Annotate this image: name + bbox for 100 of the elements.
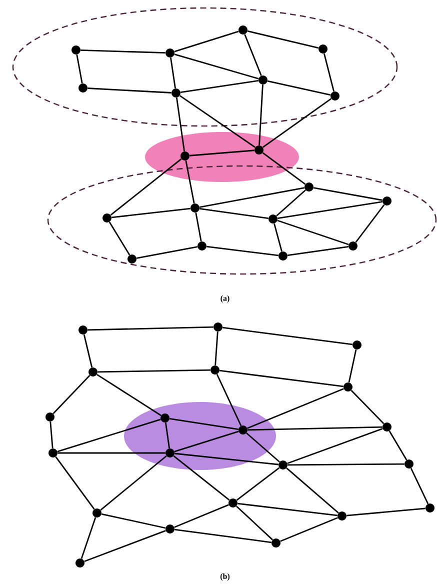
graph-edge: [262, 98, 332, 148]
graph-edge: [88, 326, 214, 331]
graph-edge: [170, 418, 238, 430]
panel-label: (b): [220, 573, 230, 581]
graph-edge: [236, 506, 274, 540]
graph-edge: [238, 502, 338, 516]
graph-edge: [80, 517, 96, 559]
graph-vertex: [238, 26, 248, 34]
graph-vertex: [72, 46, 80, 54]
graph-vertex: [258, 76, 268, 84]
graph-vertex: [228, 498, 238, 508]
graph-vertex: [46, 412, 54, 422]
graph-edge: [206, 246, 278, 256]
graph-vertex: [48, 448, 58, 458]
graph-vertex: [278, 460, 288, 470]
graph-edge: [350, 390, 384, 424]
graph-vertex: [426, 504, 434, 512]
graph-vertex: [190, 204, 200, 212]
graph-vertex: [160, 414, 170, 422]
graph-edge: [200, 208, 268, 220]
graph-edge: [286, 468, 339, 514]
graph-edge: [101, 513, 166, 529]
graph-edge: [287, 428, 383, 464]
graph-edge: [220, 370, 344, 388]
graph-edge: [267, 80, 331, 96]
graph-vertex: [348, 242, 358, 250]
graph-vertex: [128, 254, 136, 264]
graph-vertex: [382, 422, 392, 432]
graph-vertex: [76, 558, 84, 568]
graph-edge: [216, 374, 242, 426]
graph-edge: [200, 187, 304, 208]
graph-edge: [278, 201, 382, 219]
graph-edge: [170, 58, 176, 88]
graph-edge: [52, 374, 90, 414]
graph-vertex: [318, 44, 328, 54]
graph-edge: [388, 430, 408, 460]
graph-edge: [96, 374, 162, 416]
graph-edge: [88, 88, 172, 94]
graph-edge: [83, 334, 93, 368]
graph-edge: [190, 150, 254, 156]
graph-edge: [288, 246, 348, 256]
graph-edge: [179, 95, 256, 148]
graph-vertex: [210, 366, 220, 374]
graph-vertex: [78, 84, 88, 92]
graph-edge: [100, 455, 167, 511]
graph-vertex: [404, 460, 414, 468]
graph-edge: [98, 369, 210, 373]
graph-edge: [174, 452, 278, 466]
graph-edge: [288, 463, 404, 466]
graph-edge: [80, 49, 166, 54]
graph-edge: [185, 160, 195, 204]
graph-edge: [108, 222, 130, 256]
graph-vertex: [238, 426, 248, 434]
graph-edge: [346, 508, 426, 516]
graph-edge: [280, 517, 338, 542]
graph-vertex: [180, 152, 190, 160]
graph-vertex: [382, 196, 392, 206]
graph-edge: [195, 212, 202, 242]
graph-vertex: [278, 252, 288, 260]
graph-edge: [110, 158, 182, 216]
graph-edge: [174, 504, 229, 528]
graph-edge: [180, 80, 258, 93]
graph-edge: [76, 54, 83, 84]
graph-vertex: [344, 382, 352, 392]
graph-edge: [348, 349, 357, 383]
graph-vertex: [166, 48, 174, 58]
graph-edge: [247, 30, 319, 49]
graph-edge: [236, 467, 280, 501]
graph-edge: [136, 246, 198, 259]
graph-vertex: [304, 182, 314, 192]
graph-edge: [323, 53, 335, 92]
graph-edge: [84, 530, 166, 562]
graph-edge: [176, 98, 186, 152]
panel-label: (a): [220, 295, 230, 303]
graph-edge: [57, 418, 161, 452]
graph-edge: [222, 326, 352, 346]
graph-edge: [55, 456, 95, 510]
graph-vertex: [330, 92, 340, 100]
graph-edge: [277, 220, 349, 246]
graph-vertex: [254, 146, 264, 154]
graph-edge: [58, 452, 166, 454]
graph-vertex: [88, 368, 98, 376]
graph-vertex: [352, 340, 362, 350]
graph-edge: [274, 223, 282, 252]
graph-vertex: [338, 512, 346, 520]
graph-vertex: [166, 448, 174, 458]
graph-vertex: [78, 326, 88, 334]
graph-edge: [247, 388, 344, 429]
graph-vertex: [198, 242, 206, 250]
graph-edge: [355, 204, 385, 243]
graph-edge: [174, 430, 239, 452]
graph-edge: [248, 426, 382, 431]
graph-edge: [50, 422, 54, 448]
graph-edge: [258, 84, 264, 146]
graph-edge: [410, 468, 429, 504]
graph-edge: [173, 455, 230, 501]
graph-edge: [214, 332, 218, 366]
graph-edge: [174, 54, 259, 80]
graph-edge: [174, 528, 272, 544]
graph-edge: [246, 432, 280, 462]
